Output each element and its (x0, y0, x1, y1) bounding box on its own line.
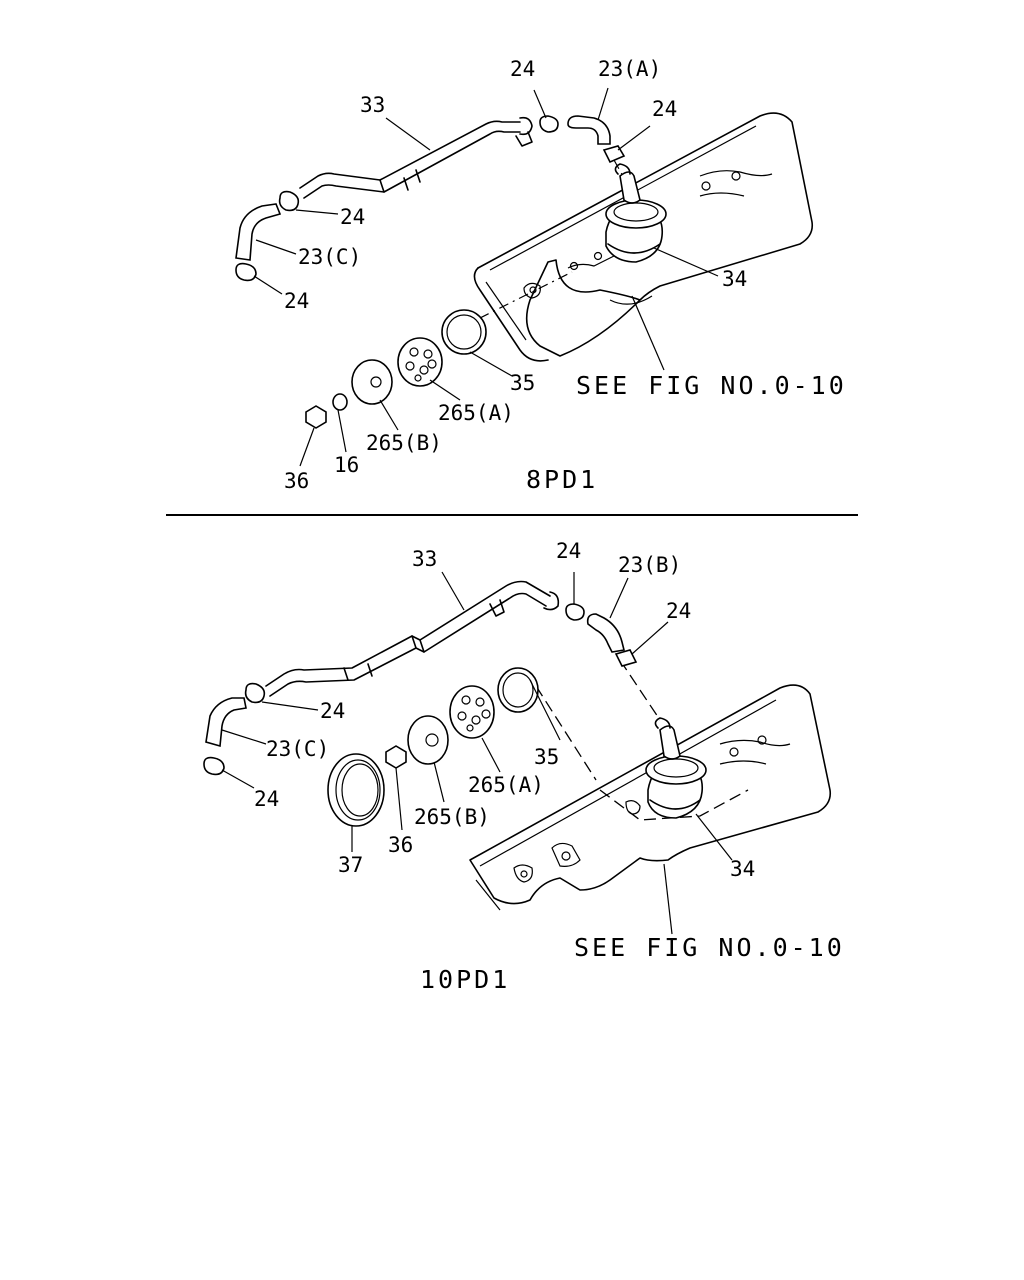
breather-34-8pd1 (605, 163, 667, 263)
seal-35-8pd1 (441, 309, 487, 355)
callout-265b-8pd1: 265(B) (366, 431, 442, 455)
diagram-8pd1: 24 23(A) 24 33 24 23(C) 24 34 35 265(A) … (235, 57, 847, 494)
callout-23a-8pd1: 23(A) (598, 57, 661, 81)
clamp-24-breather-10pd1 (614, 649, 638, 667)
gasket-37-10pd1 (327, 753, 385, 827)
valve-cover-10pd1 (469, 684, 832, 911)
callout-36-10pd1: 36 (388, 833, 413, 857)
plate-265b-8pd1 (351, 359, 393, 405)
leader-lines-10pd1 (221, 571, 733, 935)
callout-34-10pd1: 34 (730, 857, 755, 881)
leader-lines-8pd1 (253, 87, 719, 467)
model-label-10pd1: 10PD1 (420, 965, 510, 994)
hose-23c-10pd1 (205, 697, 247, 748)
callout-37-10pd1: 37 (338, 853, 363, 877)
callout-33-8pd1: 33 (360, 93, 385, 117)
callout-34-8pd1: 34 (722, 267, 747, 291)
callout-35-10pd1: 35 (534, 745, 559, 769)
hose-23b-10pd1 (586, 613, 625, 653)
plate-265a-10pd1 (449, 685, 495, 739)
clamp-24-top-10pd1 (565, 603, 585, 621)
washer-16-8pd1 (332, 393, 348, 411)
callout-24-pipe-10pd1: 24 (320, 699, 345, 723)
pipe-33-8pd1 (299, 116, 533, 199)
callout-265b-10pd1: 265(B) (414, 805, 490, 829)
plate-265b-10pd1 (407, 715, 449, 765)
clamp-24-pipe-8pd1 (278, 190, 300, 212)
clamp-24-pipe-10pd1 (244, 682, 266, 704)
callout-33-10pd1: 33 (412, 547, 437, 571)
callout-265a-8pd1: 265(A) (438, 401, 514, 425)
callout-36-8pd1: 36 (284, 469, 309, 493)
plate-265a-8pd1 (397, 337, 443, 387)
clamp-24-bottom-8pd1 (235, 262, 257, 282)
callout-24-bottom-8pd1: 24 (284, 289, 309, 313)
pipe-33-10pd1 (265, 580, 560, 697)
bolt-36-8pd1 (305, 405, 327, 429)
callout-35-8pd1: 35 (510, 371, 535, 395)
breather-34-10pd1 (645, 717, 707, 819)
callout-16-8pd1: 16 (334, 453, 359, 477)
callout-24-top-8pd1: 24 (510, 57, 535, 81)
model-label-8pd1: 8PD1 (526, 465, 598, 494)
bolt-36-10pd1 (385, 745, 407, 769)
callout-24-top-10pd1: 24 (556, 539, 581, 563)
clamp-24-top-8pd1 (539, 115, 559, 133)
reference-text-8pd1: SEE FIG NO.0-10 (576, 371, 847, 400)
hose-23a-8pd1 (567, 115, 611, 145)
assembly-axis-8pd1 (459, 271, 573, 329)
callout-265a-10pd1: 265(A) (468, 773, 544, 797)
diagram-10pd1: 33 24 23(B) 24 24 23(C) 24 35 265(A) 265… (203, 539, 845, 994)
callout-23c-10pd1: 23(C) (266, 737, 329, 761)
callout-23b-10pd1: 23(B) (618, 553, 681, 577)
callout-24-bottom-10pd1: 24 (254, 787, 279, 811)
callout-24-breather-8pd1: 24 (652, 97, 677, 121)
clamp-24-breather-8pd1 (602, 145, 626, 164)
hose-23c-8pd1 (235, 203, 282, 261)
callout-24-breather-10pd1: 24 (666, 599, 691, 623)
clamp-24-bottom-10pd1 (203, 756, 225, 776)
seal-35-10pd1 (497, 667, 539, 713)
callout-23c-8pd1: 23(C) (298, 245, 361, 269)
reference-text-10pd1: SEE FIG NO.0-10 (574, 933, 845, 962)
callout-24-pipe-8pd1: 24 (340, 205, 365, 229)
